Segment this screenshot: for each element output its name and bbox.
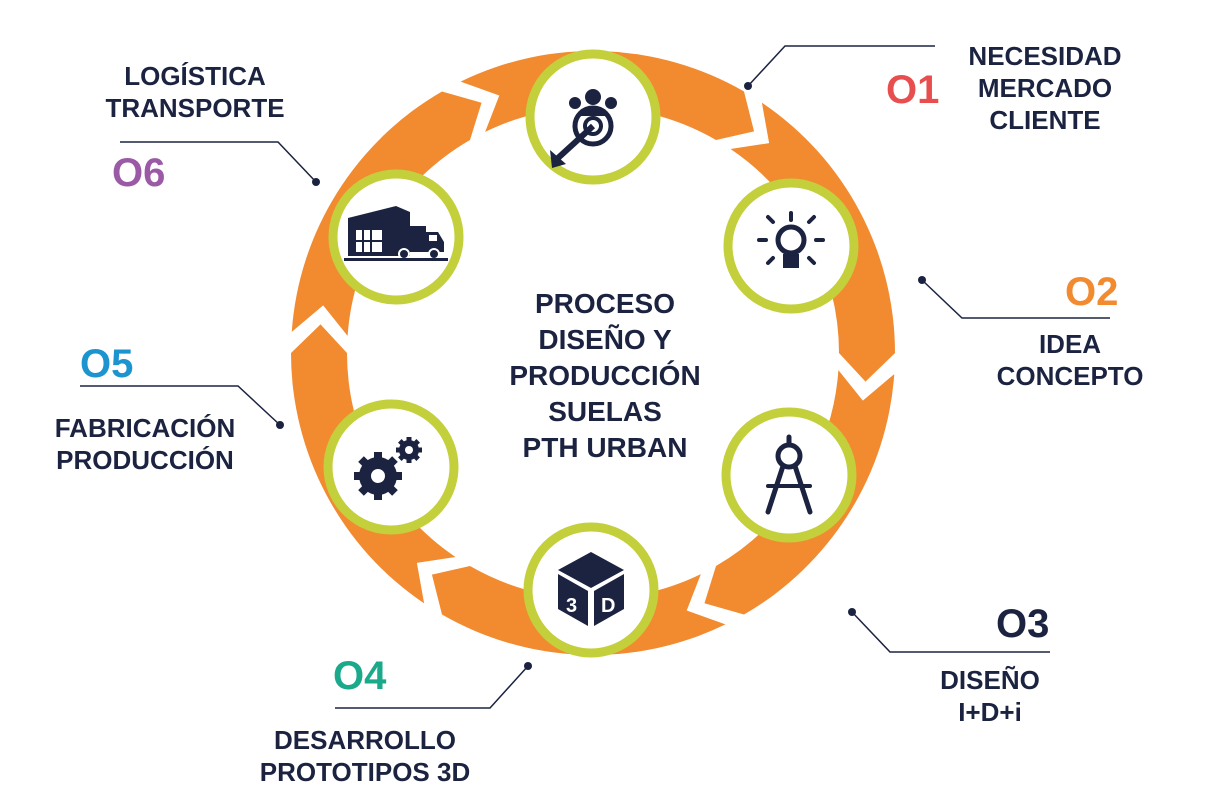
connector-o3 <box>851 611 1050 653</box>
step-number-o3: O3 <box>996 602 1050 646</box>
light-bulb-icon <box>757 211 825 268</box>
step-number-o4: O4 <box>333 654 387 698</box>
step-number-o1: O1 <box>886 68 940 112</box>
target-people-icon <box>550 89 617 168</box>
step-label-o1: NECESIDAD MERCADO CLIENTE <box>968 41 1122 135</box>
step-label-o3: DISEÑO I+D+i <box>940 665 1040 727</box>
connector-o1 <box>747 45 935 87</box>
step-number-o5: O5 <box>80 342 134 386</box>
connector-o6 <box>120 141 317 183</box>
gears-icon <box>354 437 422 500</box>
step-number-o6: O6 <box>112 151 166 195</box>
3d-cube-icon: 3 D <box>558 552 624 626</box>
center-title: PROCESO DISEÑO Y PRODUCCIÓN SUELAS PTH U… <box>509 288 701 463</box>
connectors <box>80 45 1110 709</box>
connector-o2 <box>921 279 1110 319</box>
step-label-o6: LOGÍSTICA TRANSPORTE <box>105 61 285 123</box>
step-label-o4: DESARROLLO PROTOTIPOS 3D <box>259 725 471 787</box>
connector-o4 <box>335 665 529 709</box>
svg-text:D: D <box>601 595 615 617</box>
warehouse-truck-icon <box>344 206 448 261</box>
step-number-o2: O2 <box>1065 270 1119 314</box>
step-label-o5: FABRICACIÓN PRODUCCIÓN <box>54 413 236 475</box>
svg-text:3: 3 <box>566 595 577 617</box>
compass-icon <box>765 434 813 515</box>
step-label-o2: IDEA CONCEPTO <box>996 329 1144 391</box>
connector-o5 <box>80 385 281 426</box>
connector-dots <box>276 82 926 670</box>
